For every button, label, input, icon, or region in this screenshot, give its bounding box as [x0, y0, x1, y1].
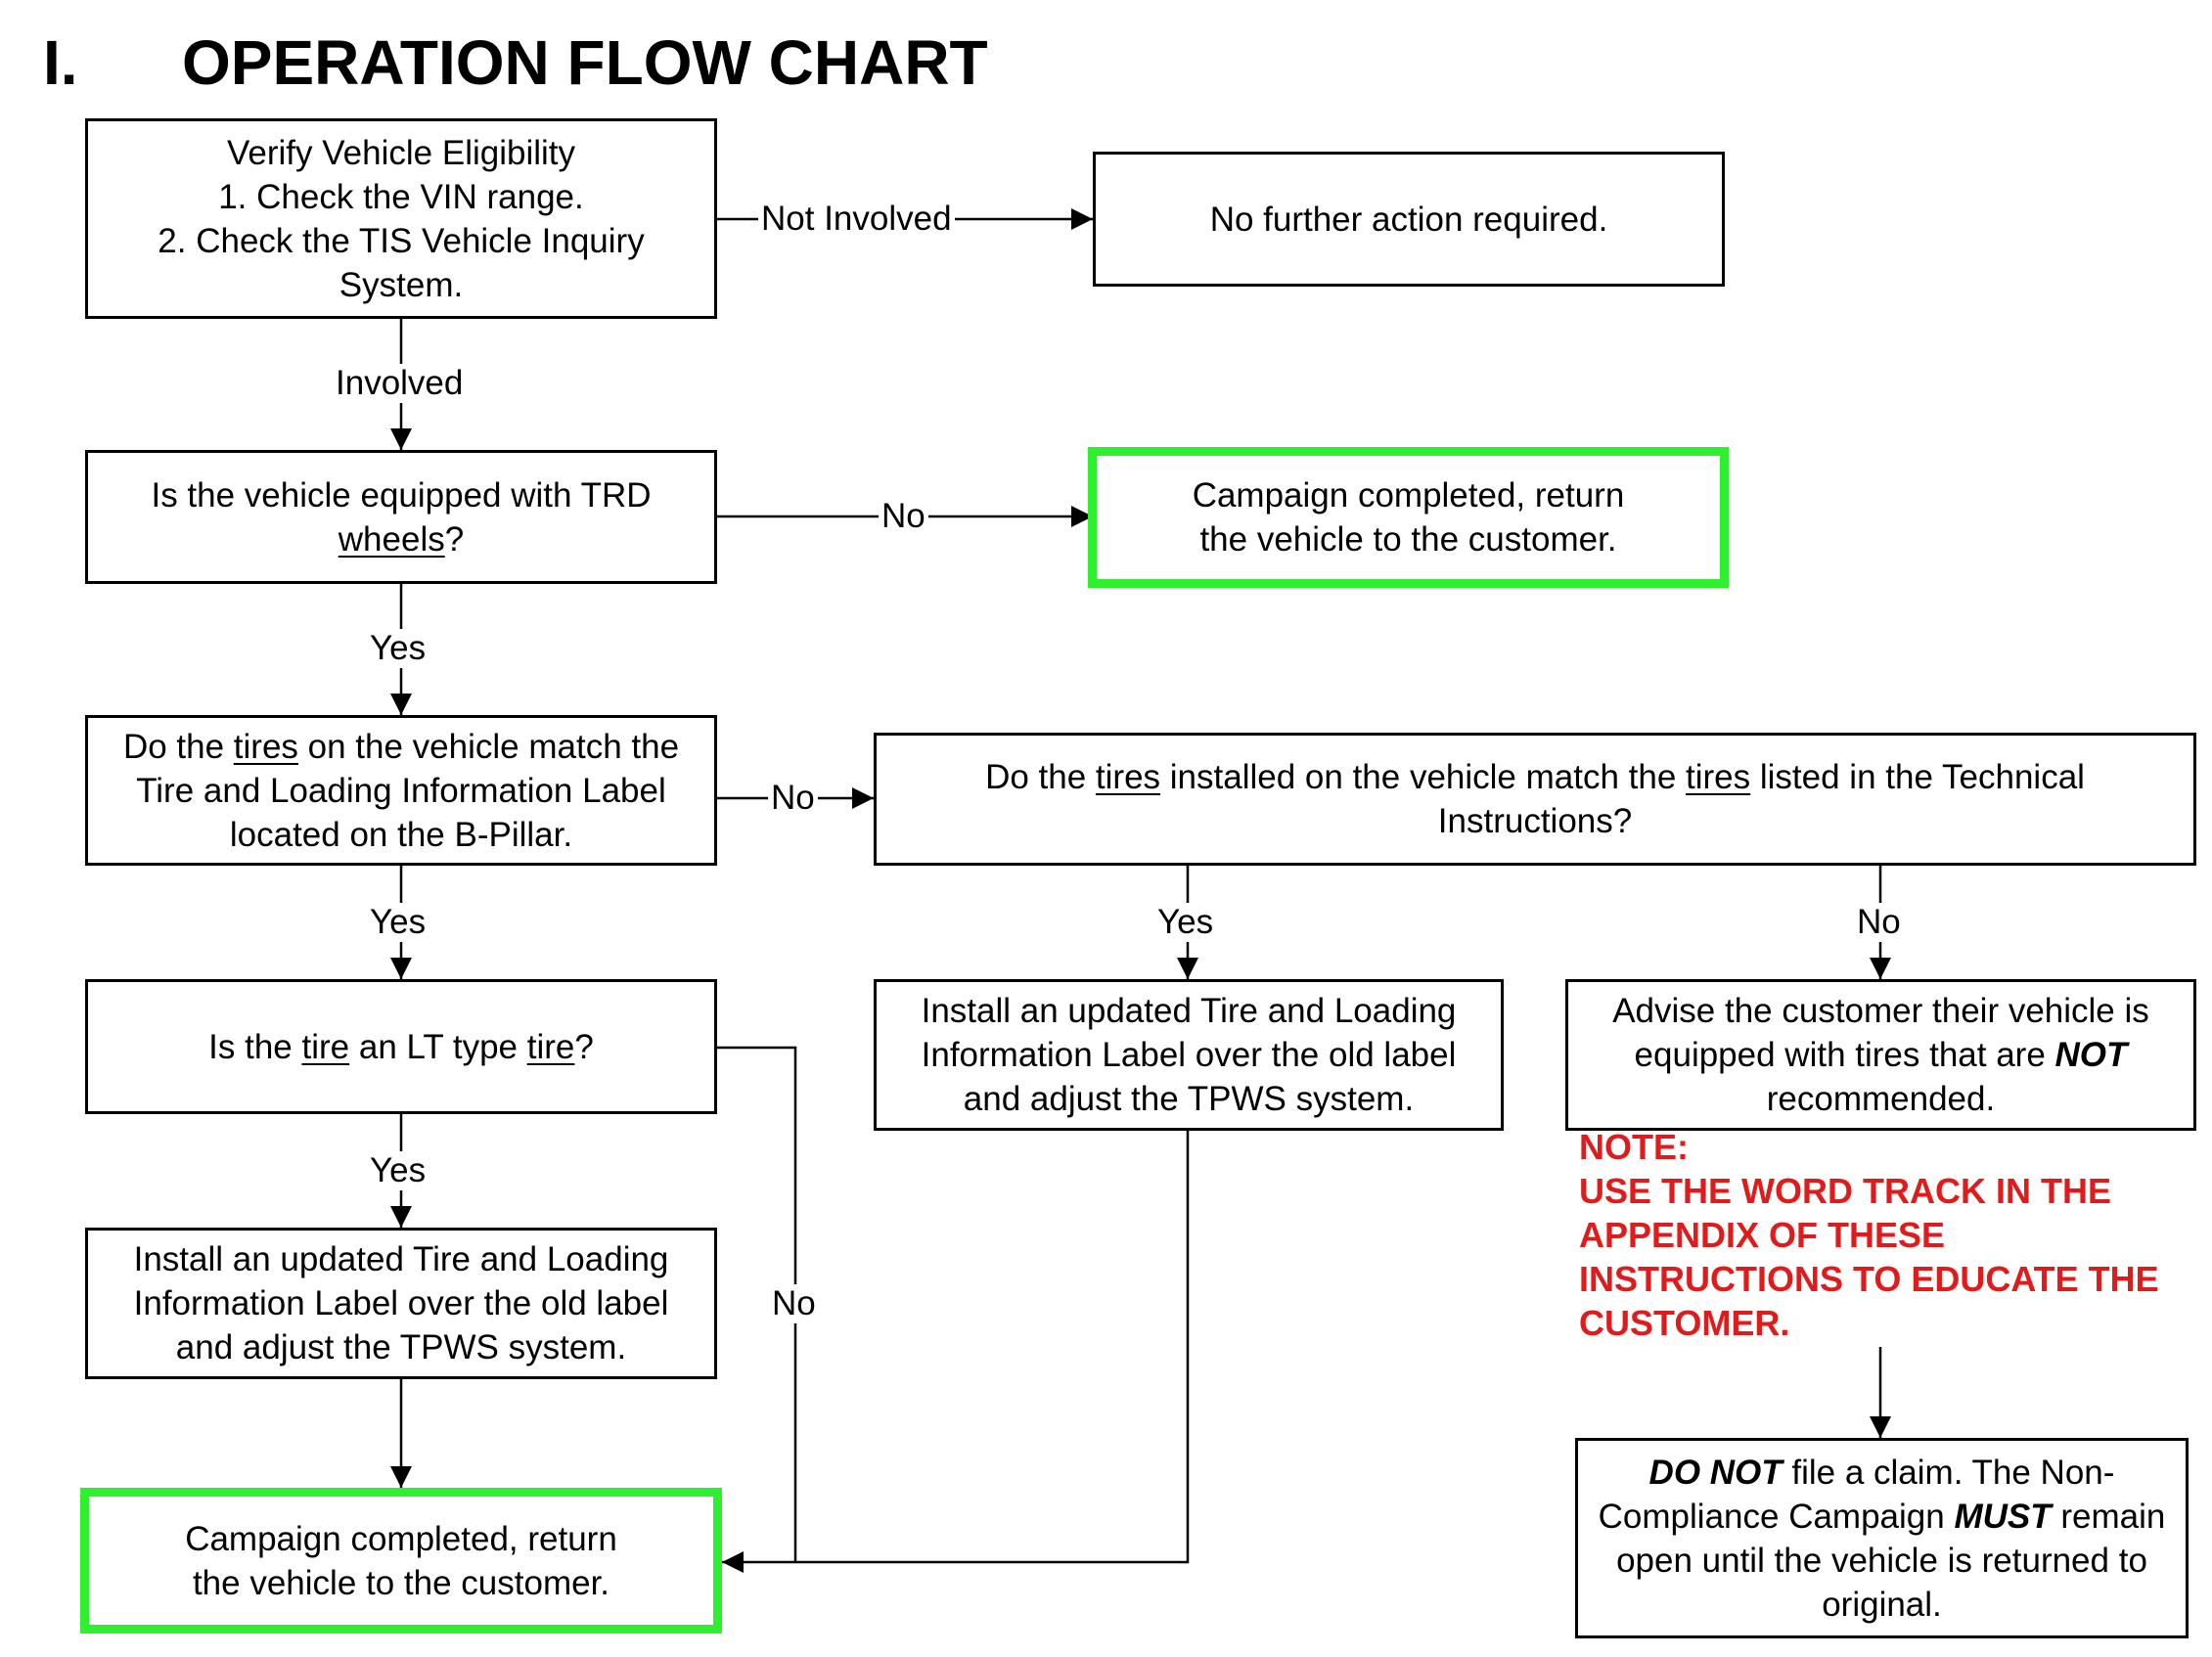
text-run: ? [444, 519, 465, 559]
text-run: Is the vehicle equipped with TRD [151, 475, 652, 515]
node-line: the vehicle to the customer. [192, 1563, 610, 1602]
node-do-not-file-claim: DO NOT file a claim. The Non- Compliance… [1575, 1438, 2189, 1638]
node-line: Campaign completed, return [185, 1519, 617, 1558]
text-run: an LT type [349, 1027, 527, 1066]
note-line: INSTRUCTIONS TO EDUCATE THE [1579, 1259, 2159, 1299]
node-line: System. [339, 265, 464, 304]
node-line: Is the vehicle equipped with TRD [151, 473, 651, 517]
node-campaign-complete-bottom: Campaign completed, return the vehicle t… [80, 1488, 722, 1634]
node-trd-wheels-question: Is the vehicle equipped with TRD wheels? [85, 450, 717, 584]
node-line: Do the tires installed on the vehicle ma… [985, 755, 2085, 799]
node-line: Verify Vehicle Eligibility [227, 133, 575, 172]
node-line: Is the tire an LT type tire? [208, 1025, 594, 1069]
section-number: I. [43, 27, 78, 98]
edge-label-lt-yes: Yes [367, 1151, 429, 1190]
edge-label-trd-no: No [879, 497, 928, 536]
node-line: Instructions? [1437, 802, 1633, 840]
node-line: open until the vehicle is returned to [1616, 1541, 2147, 1580]
underlined-text: tire [301, 1027, 350, 1066]
note-line: NOTE: [1579, 1127, 1689, 1167]
note-line: APPENDIX OF THESE [1579, 1215, 1946, 1255]
text-run: Do the [122, 727, 234, 766]
note-line: USE THE WORD TRACK IN THE [1579, 1171, 2111, 1211]
node-line: Information Label over the old label [133, 1284, 669, 1322]
emphasis-text: DO NOT [1648, 1453, 1783, 1492]
node-line: 2. Check the TIS Vehicle Inquiry [158, 221, 645, 260]
node-line: and adjust the TPWS system. [175, 1328, 627, 1366]
edge-label-involved: Involved [333, 364, 467, 403]
text-run: remain [2051, 1497, 2166, 1536]
edge-lt-no [717, 1046, 797, 1562]
text-run: Compliance Campaign [1598, 1497, 1955, 1536]
text-run: Is the [208, 1027, 302, 1066]
edge-label-not-involved: Not Involved [758, 200, 955, 239]
node-line: Install an updated Tire and Loading [921, 992, 1457, 1030]
node-line: Compliance Campaign MUST remain [1599, 1495, 2166, 1539]
underlined-text: tire [526, 1027, 575, 1066]
note-line: CUSTOMER. [1579, 1303, 1790, 1343]
note-callout: NOTE: USE THE WORD TRACK IN THE APPENDIX… [1579, 1125, 2159, 1345]
text-run: equipped with tires that are [1634, 1036, 2055, 1074]
node-line: recommended. [1766, 1080, 1996, 1118]
edge-label-tech-yes: Yes [1154, 903, 1217, 942]
edge-label-tires-no: No [768, 779, 818, 818]
node-line: wheels? [151, 517, 651, 561]
node-line: Campaign completed, return [1192, 476, 1625, 515]
underlined-text: wheels [338, 519, 445, 559]
node-line: Install an updated Tire and Loading [133, 1240, 669, 1278]
node-advise-customer: Advise the customer their vehicle is equ… [1565, 979, 2196, 1131]
node-tires-match-technical-question: Do the tires installed on the vehicle ma… [874, 733, 2196, 866]
node-lt-tire-question: Is the tire an LT type tire? [85, 979, 717, 1114]
text-run: on the vehicle match the [297, 727, 680, 766]
text-run: listed in the Technical [1750, 758, 2085, 796]
page-title: OPERATION FLOW CHART [182, 27, 988, 98]
node-line: Do the tires on the vehicle match the [123, 725, 679, 769]
edge-label-tech-no: No [1854, 903, 1904, 942]
node-verify-eligibility: Verify Vehicle Eligibility 1. Check the … [85, 118, 717, 319]
underlined-text: tires [1686, 758, 1751, 796]
text-run: Do the [985, 758, 1096, 796]
emphasis-text: MUST [1954, 1497, 2052, 1536]
node-line: Advise the customer their vehicle is [1612, 992, 2149, 1030]
text-run: installed on the vehicle match the [1160, 758, 1687, 796]
node-install-label-mid: Install an updated Tire and Loading Info… [874, 979, 1504, 1131]
text-run: ? [574, 1027, 594, 1066]
node-install-label-left: Install an updated Tire and Loading Info… [85, 1228, 717, 1379]
node-line: 1. Check the VIN range. [218, 177, 584, 216]
node-no-action: No further action required. [1093, 152, 1725, 287]
node-tires-match-label-question: Do the tires on the vehicle match the Ti… [85, 715, 717, 866]
underlined-text: tires [1095, 758, 1161, 796]
emphasis-text: NOT [2054, 1036, 2128, 1074]
node-text: No further action required. [1209, 200, 1608, 239]
node-line: and adjust the TPWS system. [963, 1080, 1415, 1118]
node-campaign-complete-top: Campaign completed, return the vehicle t… [1088, 447, 1729, 588]
node-line: the vehicle to the customer. [1199, 520, 1617, 559]
edge-label-lt-no: No [769, 1284, 819, 1323]
node-line: DO NOT file a claim. The Non- [1599, 1451, 2166, 1495]
edge-label-tires-yes: Yes [367, 903, 429, 942]
underlined-text: tires [233, 727, 298, 766]
edge-installmid-complete [722, 1131, 1190, 1573]
node-line: Information Label over the old label [921, 1036, 1457, 1074]
node-line: original. [1822, 1585, 1942, 1624]
edge-label-trd-yes: Yes [367, 629, 429, 668]
text-run: file a claim. The Non- [1782, 1453, 2115, 1492]
node-line: Tire and Loading Information Label [136, 771, 666, 810]
node-line: equipped with tires that are NOT [1612, 1033, 2149, 1077]
node-line: located on the B-Pillar. [229, 815, 573, 854]
